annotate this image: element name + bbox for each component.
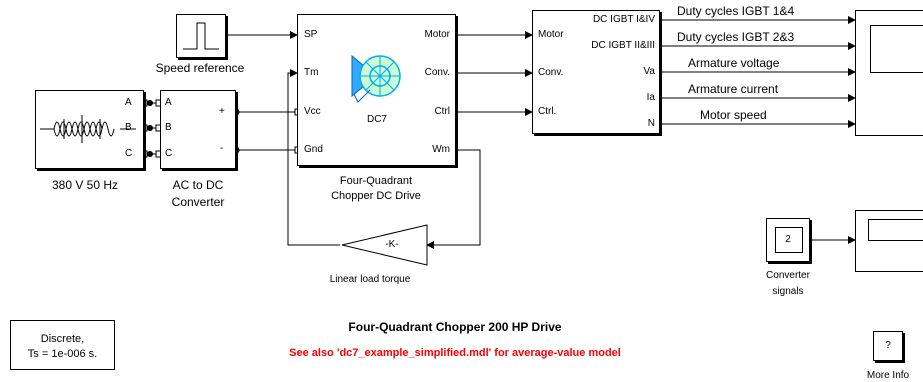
rectifier-port-plus: + [219,106,225,117]
constant-inner-box [775,227,803,253]
diagram-title: Four-Quadrant Chopper 200 HP Drive [348,320,562,334]
drive-port-tm: Tm [304,67,319,78]
powergui-block[interactable]: Discrete, Ts = 1e-006 s. [10,320,115,370]
rectifier-port-b: B [165,122,172,133]
signal-label-va: Armature voltage [688,56,780,70]
wire-wm-to-gain [426,149,481,249]
drive-name: DC7 [366,114,387,125]
source-port-c: C [125,148,133,159]
rectifier-block[interactable] [160,90,236,169]
ac-source-block[interactable] [35,90,144,169]
three-phase-source-icon [40,115,136,143]
drive-port-vcc: Vcc [304,106,321,117]
drive-port-sp: SP [304,29,318,40]
demux-port-motor: Motor [538,29,564,40]
source-port-b: B [125,122,132,133]
speed-reference-block[interactable] [176,14,226,58]
drive-port-ctrl: Ctrl [434,106,450,117]
drive-port-motor: Motor [424,29,450,40]
scope-screen [868,219,923,241]
demux-port-ia: Ia [646,92,655,103]
converter-signals-label-1: Converter [766,270,810,281]
converter-scope-block[interactable] [855,210,923,272]
step-icon [183,22,219,50]
demux-port-conv: Conv. [538,67,564,78]
demux-port-n: N [647,118,655,129]
rectifier-port-minus: - [220,143,224,154]
signal-label-ia: Armature current [688,82,779,96]
signal-label-n: Motor speed [700,108,767,122]
rectifier-port-a: A [165,97,172,108]
demux-port-ctrl: Ctrl. [538,106,557,117]
wire-gain-to-tm [287,69,340,246]
signal-label-duty-23: Duty cycles IGBT 2&3 [677,30,795,44]
demux-port-igbt-23: DC IGBT II&III [591,40,655,51]
powergui-line-2: Ts = 1e-006 s. [27,348,98,360]
speed-reference-label: Speed reference [155,61,245,75]
diagram-subtitle: See also 'dc7_example_simplified.mdl' fo… [289,347,621,359]
node-dot [147,100,153,106]
demux-port-va: Va [643,66,656,77]
more-info-label: More Info [866,370,910,381]
rectifier-label-2: Converter [171,195,225,209]
converter-signals-block[interactable]: 2 [766,218,810,262]
main-scope-block[interactable] [855,10,923,136]
help-icon: ? [885,340,891,351]
measurement-demux-block[interactable] [532,10,660,134]
rectifier-label-1: AC to DC [172,178,224,192]
drive-motor-icon [351,54,401,103]
node-dot [147,125,153,131]
drive-port-gnd: Gnd [304,144,323,155]
converter-signals-label-2: signals [772,286,804,297]
signal-label-duty-14: Duty cycles IGBT 1&4 [677,4,795,18]
demux-port-igbt-14: DC IGBT I&IV [592,14,655,25]
source-port-a: A [125,97,132,108]
node-dot [147,151,153,157]
drive-port-conv: Conv. [424,67,450,78]
more-info-block[interactable]: ? [873,331,903,361]
gain-value: -K- [385,239,399,250]
gain-block[interactable] [340,223,430,267]
drive-port-wm: Wm [432,144,450,155]
converter-signals-value: 2 [785,234,791,245]
gain-label: Linear load torque [329,274,411,285]
scope-screen [870,25,923,73]
drive-label-1: Four-Quadrant [339,175,413,187]
drive-label-2: Chopper DC Drive [331,190,421,202]
rectifier-port-c: C [165,148,173,159]
source-label: 380 V 50 Hz [51,178,119,192]
powergui-line-1: Discrete, [40,333,85,345]
